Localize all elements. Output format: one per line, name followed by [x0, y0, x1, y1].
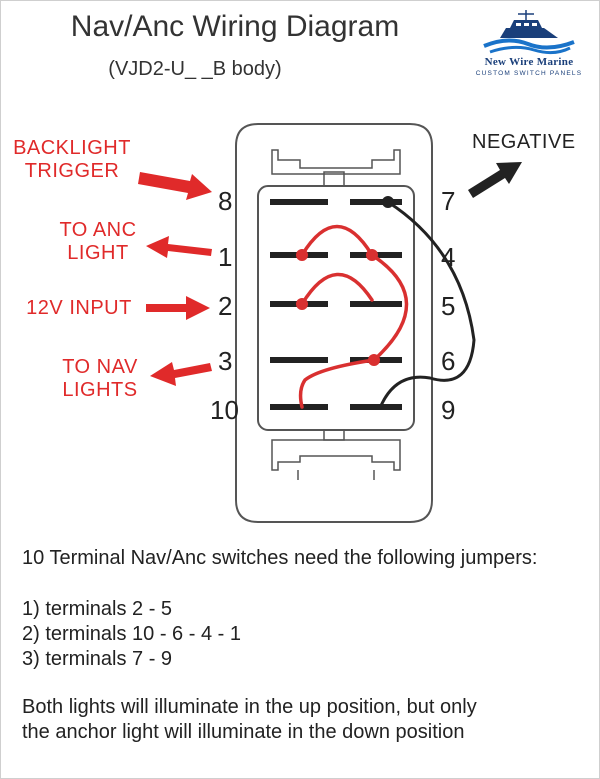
jumper-note-2: 2) terminals 10 - 6 - 4 - 1 — [22, 623, 241, 645]
terminal-number-2: 2 — [218, 291, 233, 321]
blade-9 — [350, 404, 402, 410]
jumper-4-6 — [370, 253, 409, 362]
blade-3 — [270, 357, 328, 363]
solder-point-7 — [382, 196, 394, 208]
jumper-1-4 — [300, 224, 374, 257]
terminal-number-10: 10 — [210, 395, 239, 425]
arrow-anc — [146, 236, 212, 258]
solder-point-4 — [366, 249, 378, 261]
blade-7 — [350, 199, 402, 205]
terminal-number-4: 4 — [441, 242, 456, 272]
switch-body — [235, 123, 433, 523]
jumper-2-5 — [300, 272, 374, 306]
jumper-note-3: 3) terminals 7 - 9 — [22, 648, 173, 670]
blade-8 — [270, 199, 328, 205]
terminal-number-3: 3 — [218, 346, 233, 376]
jumper-6-10 — [298, 358, 376, 409]
bottom-clip — [271, 439, 401, 471]
terminal-number-8: 8 — [218, 186, 233, 216]
terminal-number-6: 6 — [441, 346, 456, 376]
footer-note-line-2: the anchor light will illuminate in the … — [22, 721, 465, 743]
footer-note-line-1: Both lights will illuminate in the up po… — [22, 696, 477, 718]
label-12v-input: 12V INPUT — [26, 297, 132, 319]
solder-point-1 — [296, 249, 308, 261]
arrow-backlight — [138, 172, 212, 200]
logo-name: New Wire Marine — [484, 56, 574, 68]
solder-point-6 — [368, 354, 380, 366]
terminal-number-9: 9 — [441, 395, 456, 425]
label-backlight-trigger: BACKLIGHT TRIGGER — [13, 137, 131, 182]
arrow-negative — [468, 162, 522, 198]
top-clip — [271, 149, 401, 175]
jumper-7-9 — [378, 200, 476, 409]
solder-point-2 — [296, 298, 308, 310]
label-to-anc-light: TO ANC LIGHT — [59, 219, 137, 264]
arrow-nav — [150, 362, 212, 386]
terminal-number-1: 1 — [218, 242, 233, 272]
boat-logo-icon — [483, 10, 575, 55]
label-negative: NEGATIVE — [472, 131, 576, 153]
notes-intro: 10 Terminal Nav/Anc switches need the fo… — [22, 547, 538, 569]
jumper-note-1: 1) terminals 2 - 5 — [22, 598, 173, 620]
terminal-number-7: 7 — [441, 186, 456, 216]
terminal-housing — [257, 185, 415, 431]
logo-tagline: CUSTOM SWITCH PANELS — [475, 70, 583, 77]
label-to-nav-lights: TO NAV LIGHTS — [62, 356, 138, 401]
blade-5 — [350, 301, 402, 307]
terminal-number-5: 5 — [441, 291, 456, 321]
terminal-blades — [270, 199, 402, 410]
diagram-title: Nav/Anc Wiring Diagram — [70, 10, 400, 43]
arrow-input — [146, 296, 210, 320]
blade-10 — [270, 404, 328, 410]
diagram-subtitle: (VJD2-U_ _B body) — [108, 58, 282, 80]
